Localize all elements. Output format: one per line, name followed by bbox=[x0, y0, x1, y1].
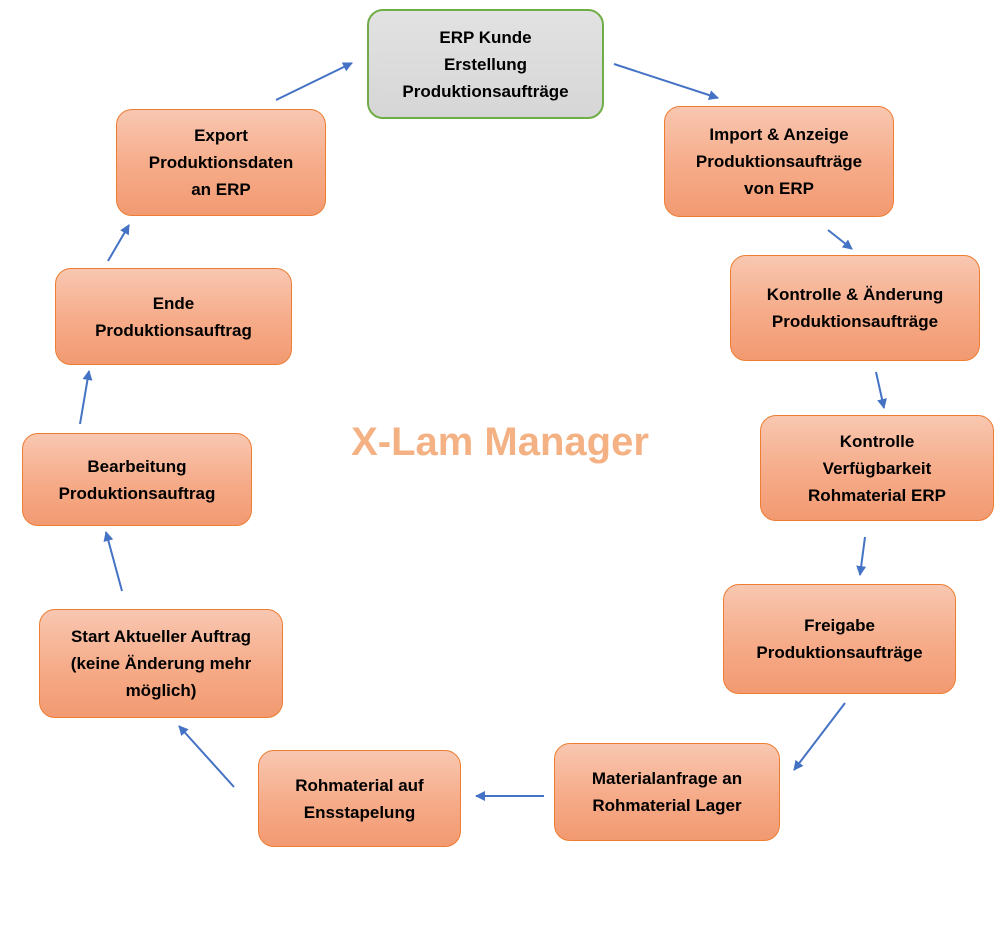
arrow-kontrolle-aenderung-to-kontrolle-verfuegbarkeit bbox=[875, 371, 887, 409]
arrow-ende-to-export bbox=[107, 224, 130, 262]
node-ende: Ende Produktionsauftrag bbox=[55, 268, 292, 365]
node-freigabe-label: Freigabe Produktionsaufträge bbox=[756, 616, 923, 662]
node-kontrolle-verfuegbarkeit: Kontrolle Verfügbarkeit Rohmaterial ERP bbox=[760, 415, 994, 521]
node-erp-kunde: ERP Kunde Erstellung Produktionsaufträge bbox=[367, 9, 604, 119]
arrow-rohmaterial-ensstapelung-to-start-auftrag bbox=[178, 725, 235, 788]
arrow-erp-kunde-to-import-anzeige bbox=[613, 63, 719, 100]
node-kontrolle-aenderung-label: Kontrolle & Änderung Produktionsaufträge bbox=[766, 285, 944, 331]
node-kontrolle-verfuegbarkeit-label: Kontrolle Verfügbarkeit Rohmaterial ERP bbox=[808, 431, 946, 505]
node-materialanfrage: Materialanfrage an Rohmaterial Lager bbox=[554, 743, 780, 841]
arrow-bearbeitung-to-ende bbox=[79, 370, 93, 425]
arrow-export-to-erp-kunde bbox=[275, 62, 353, 101]
node-kontrolle-aenderung: Kontrolle & Änderung Produktionsaufträge bbox=[730, 255, 980, 361]
node-freigabe: Freigabe Produktionsaufträge bbox=[723, 584, 956, 694]
node-export: Export Produktionsdaten an ERP bbox=[116, 109, 326, 216]
node-start-auftrag-label: Start Aktueller Auftrag (keine Änderung … bbox=[70, 627, 252, 700]
arrow-kontrolle-verfuegbarkeit-to-freigabe bbox=[856, 536, 867, 576]
node-ende-label: Ende Produktionsauftrag bbox=[95, 293, 252, 340]
arrow-freigabe-to-materialanfrage bbox=[793, 702, 846, 771]
arrow-start-auftrag-to-bearbeitung bbox=[103, 531, 123, 592]
node-export-label: Export Produktionsdaten an ERP bbox=[148, 126, 294, 199]
node-import-anzeige-label: Import & Anzeige Produktionsaufträge von… bbox=[695, 125, 863, 198]
diagram-center-title: X-Lam Manager bbox=[351, 420, 649, 464]
node-import-anzeige: Import & Anzeige Produktionsaufträge von… bbox=[664, 106, 894, 217]
node-rohmaterial-ensstapelung-label: Rohmaterial auf Ensstapelung bbox=[295, 775, 424, 822]
node-bearbeitung-label: Bearbeitung Produktionsauftrag bbox=[58, 456, 216, 503]
node-bearbeitung: Bearbeitung Produktionsauftrag bbox=[22, 433, 252, 526]
arrow-import-anzeige-to-kontrolle-aenderung bbox=[827, 229, 853, 250]
node-start-auftrag: Start Aktueller Auftrag (keine Änderung … bbox=[39, 609, 283, 718]
node-rohmaterial-ensstapelung: Rohmaterial auf Ensstapelung bbox=[258, 750, 461, 847]
node-materialanfrage-label: Materialanfrage an Rohmaterial Lager bbox=[591, 769, 743, 815]
node-erp-kunde-label: ERP Kunde Erstellung Produktionsaufträge bbox=[402, 27, 569, 101]
